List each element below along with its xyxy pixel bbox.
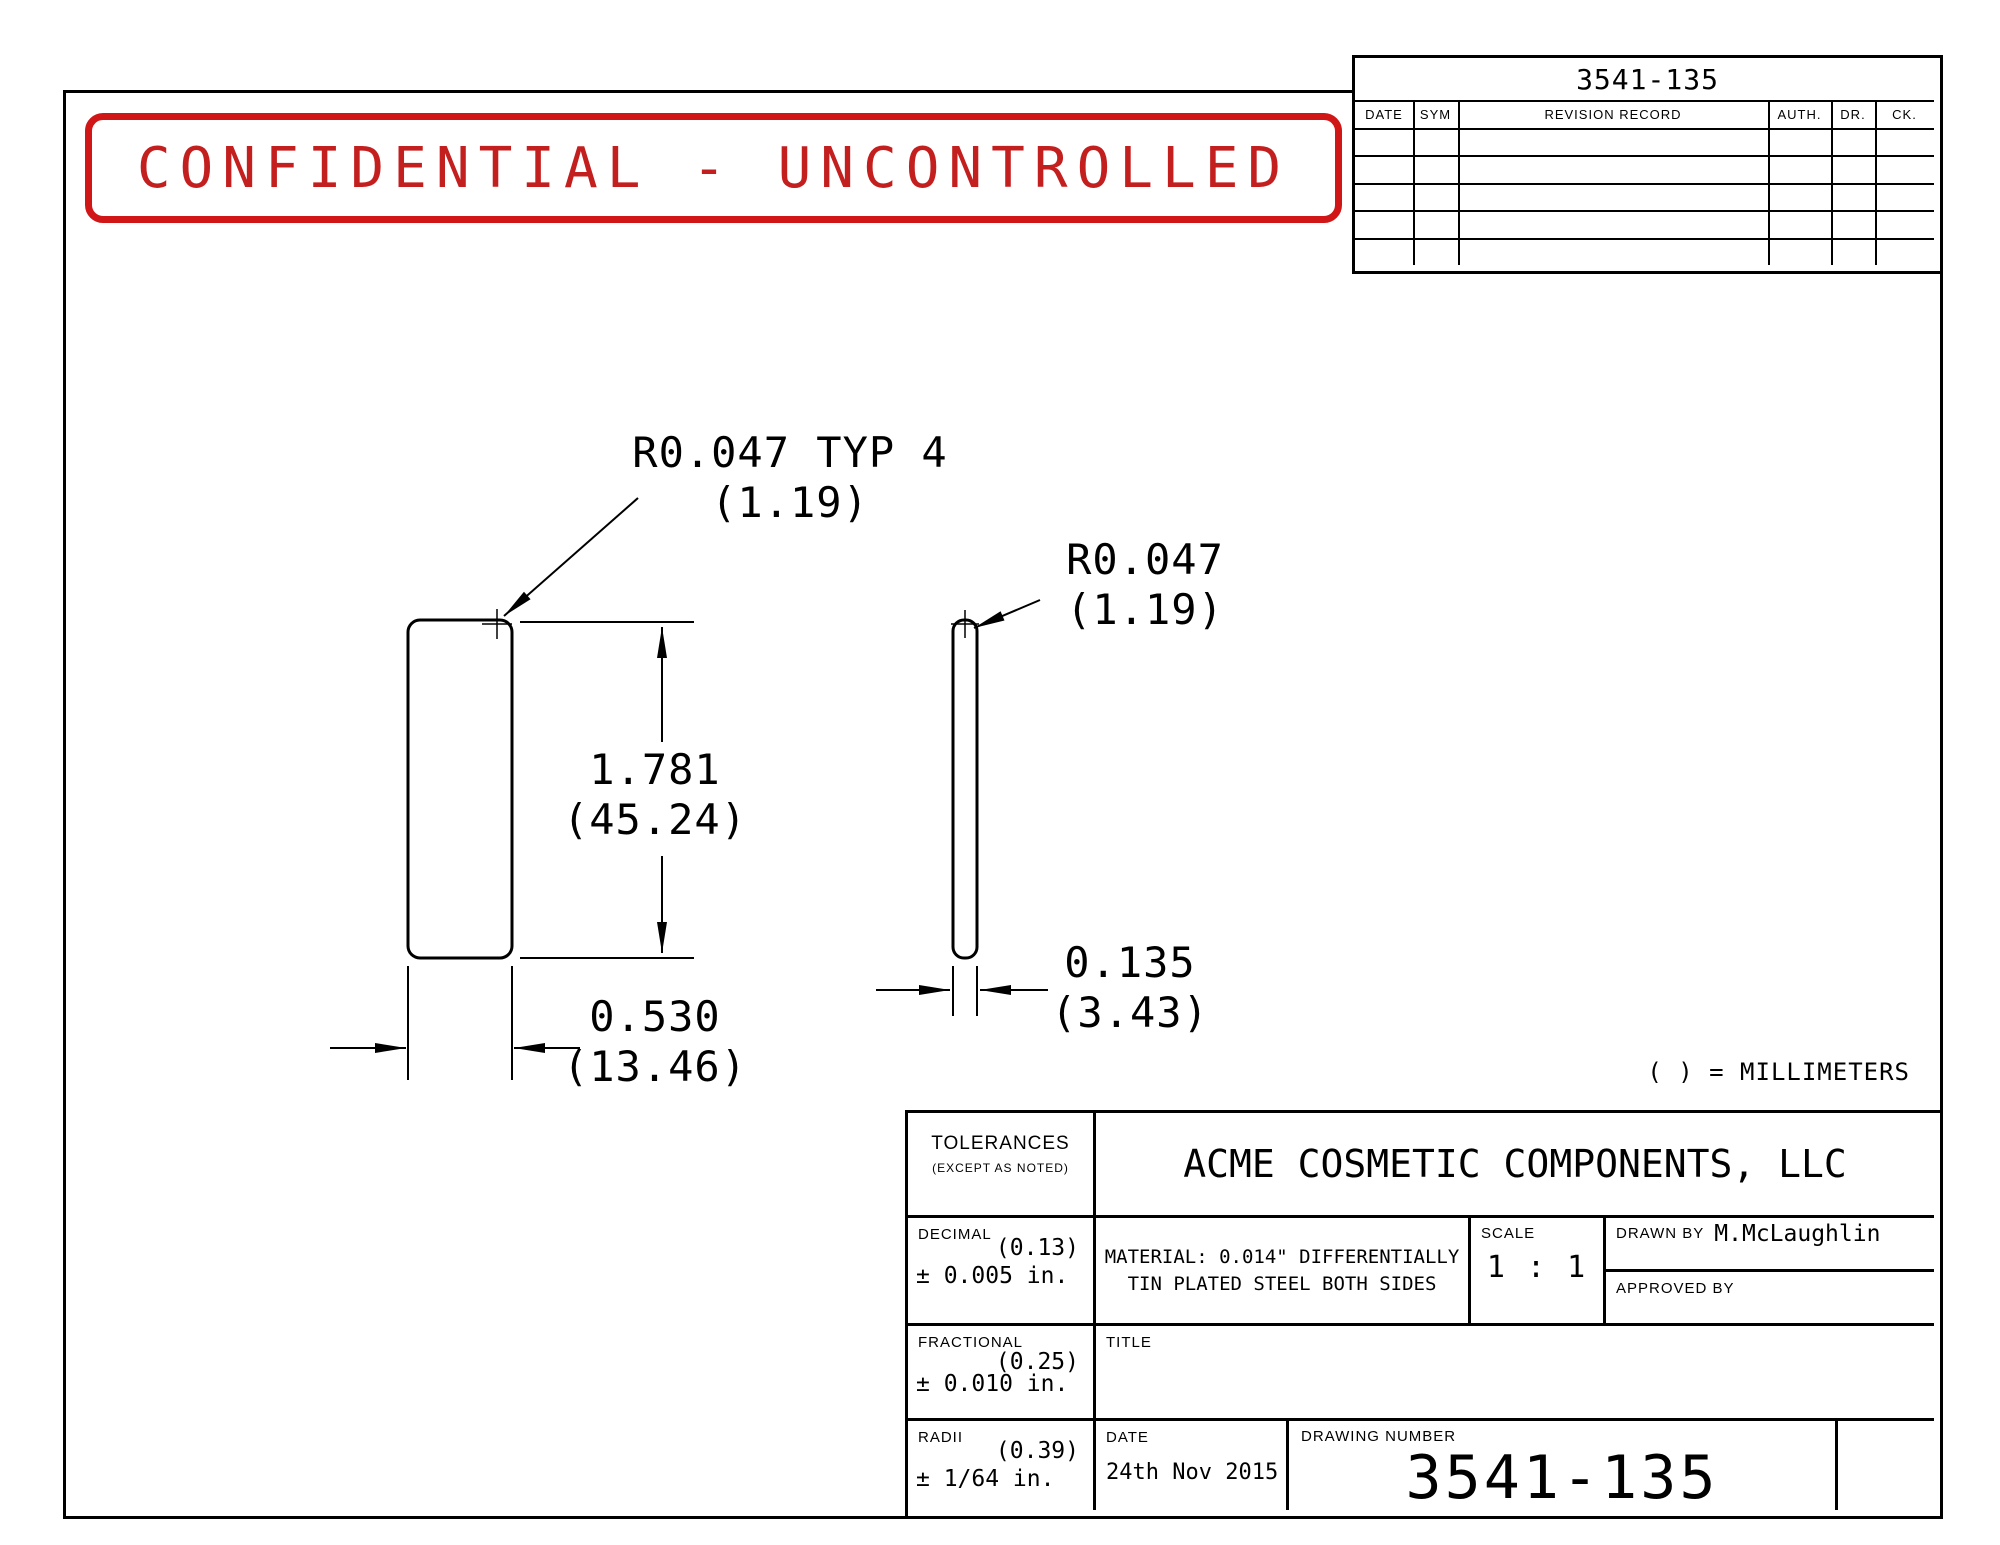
- material-cell: MATERIAL: 0.014" DIFFERENTIALLY TIN PLAT…: [1096, 1218, 1468, 1323]
- side-thickness-dim: 0.135 (3.43): [1010, 938, 1250, 1038]
- grid-line: [1355, 100, 1934, 102]
- fractional-mm: (0.25): [995, 1349, 1079, 1375]
- grid-line: [1603, 1269, 1934, 1272]
- radii-value: ± 1/64 in.: [916, 1466, 1055, 1492]
- front-radius-mm: (1.19): [711, 478, 869, 527]
- material-line1: MATERIAL: 0.014" DIFFERENTIALLY: [1104, 1245, 1460, 1268]
- drawing-number-label: DRAWING NUMBER: [1301, 1428, 1457, 1445]
- revision-col-auth: AUTH.: [1777, 106, 1822, 122]
- revision-col-ck: CK.: [1892, 106, 1917, 122]
- fractional-value: ± 0.010 in.: [916, 1371, 1069, 1397]
- side-thickness-mm: (3.43): [1051, 988, 1209, 1037]
- side-radius-dim: R0.047 (1.19): [1020, 535, 1270, 635]
- grid-line: [1355, 128, 1934, 130]
- revision-table-header-row: DATE SYM REVISION RECORD AUTH. DR. CK.: [1355, 100, 1940, 128]
- grid-line: [1603, 1215, 1606, 1323]
- front-height-value: 1.781: [589, 745, 721, 794]
- confidential-stamp-text: CONFIDENTIAL - UNCONTROLLED: [136, 135, 1291, 201]
- tolerances-cell: TOLERANCES (EXCEPT AS NOTED): [908, 1113, 1093, 1215]
- grid-line: [1355, 238, 1934, 240]
- grid-line: [1831, 100, 1833, 265]
- decimal-value: ± 0.005 in.: [916, 1263, 1069, 1289]
- scale-label: SCALE: [1481, 1225, 1536, 1242]
- front-height-mm: (45.24): [562, 795, 747, 844]
- date-cell: DATE 24th Nov 2015: [1096, 1421, 1286, 1510]
- corner-cell: [1838, 1421, 1934, 1510]
- grid-line: [1355, 210, 1934, 212]
- date-value: 24th Nov 2015: [1106, 1460, 1279, 1485]
- units-note: ( ) = MILLIMETERS: [1647, 1058, 1910, 1086]
- fractional-label: FRACTIONAL: [918, 1334, 1024, 1351]
- drawing-number-value: 3541-135: [1405, 1443, 1719, 1510]
- grid-line: [1286, 1418, 1289, 1510]
- title-cell: TITLE: [1096, 1326, 1934, 1418]
- radii-tolerance-cell: RADII (0.39) ± 1/64 in.: [908, 1421, 1093, 1510]
- company-cell: ACME COSMETIC COMPONENTS, LLC: [1096, 1113, 1934, 1215]
- radii-label: RADII: [918, 1429, 964, 1446]
- front-width-dim: 0.530 (13.46): [515, 992, 795, 1092]
- decimal-mm: (0.13): [995, 1235, 1079, 1261]
- grid-line: [1413, 100, 1415, 265]
- title-label: TITLE: [1106, 1334, 1152, 1351]
- side-radius-value: R0.047: [1066, 535, 1224, 584]
- radius-center-marks: [482, 609, 979, 639]
- approved-by-cell: APPROVED BY: [1606, 1272, 1934, 1323]
- side-radius-mm: (1.19): [1066, 585, 1224, 634]
- grid-line: [908, 1215, 1934, 1218]
- front-radius-value: R0.047 TYP 4: [632, 428, 948, 477]
- revision-table-number: 3541-135: [1576, 62, 1719, 96]
- grid-line: [1458, 100, 1460, 265]
- side-radius-leader: [973, 599, 1041, 629]
- front-width-value: 0.530: [589, 992, 721, 1041]
- grid-line: [908, 1323, 1934, 1326]
- grid-line: [1093, 1113, 1096, 1510]
- width-dimension-lines: [330, 966, 580, 1080]
- revision-col-date: DATE: [1365, 106, 1403, 122]
- scale-value: 1 : 1: [1486, 1250, 1588, 1285]
- date-label: DATE: [1106, 1429, 1149, 1446]
- front-radius-dim: R0.047 TYP 4 (1.19): [555, 428, 1025, 528]
- height-dimension-lines: [520, 621, 694, 959]
- decimal-label: DECIMAL: [918, 1226, 992, 1243]
- confidential-stamp: CONFIDENTIAL - UNCONTROLLED: [85, 113, 1342, 223]
- grid-line: [1468, 1215, 1471, 1323]
- approved-by-label: APPROVED BY: [1616, 1280, 1735, 1297]
- decimal-tolerance-cell: DECIMAL (0.13) ± 0.005 in.: [908, 1218, 1093, 1323]
- fractional-tolerance-cell: FRACTIONAL (0.25) ± 0.010 in.: [908, 1326, 1093, 1418]
- revision-table: 3541-135 DATE SYM REVISION RECORD AUTH. …: [1352, 55, 1943, 274]
- revision-col-record: REVISION RECORD: [1544, 106, 1682, 122]
- drawn-by-value: M.McLaughlin: [1714, 1221, 1881, 1247]
- revision-col-dr: DR.: [1840, 106, 1866, 122]
- grid-line: [1835, 1418, 1838, 1510]
- title-block: TOLERANCES (EXCEPT AS NOTED) ACME COSMET…: [905, 1110, 1943, 1519]
- front-height-dim: 1.781 (45.24): [500, 745, 810, 845]
- drawing-number-cell: DRAWING NUMBER 3541-135: [1289, 1421, 1835, 1510]
- material-line2: TIN PLATED STEEL BOTH SIDES: [1127, 1272, 1437, 1295]
- front-width-mm: (13.46): [562, 1042, 747, 1091]
- grid-line: [908, 1418, 1934, 1421]
- thickness-dimension-lines: [876, 966, 1048, 1016]
- company-name: ACME COSMETIC COMPONENTS, LLC: [1183, 1142, 1847, 1186]
- drawn-by-label: DRAWN BY: [1616, 1225, 1705, 1242]
- grid-line: [1355, 155, 1934, 157]
- side-thickness-value: 0.135: [1064, 938, 1196, 987]
- side-view-outline: [951, 618, 979, 960]
- tolerances-label: TOLERANCES: [931, 1133, 1070, 1154]
- revision-col-sym: SYM: [1419, 106, 1452, 122]
- tolerances-sublabel: (EXCEPT AS NOTED): [932, 1161, 1069, 1175]
- grid-line: [1355, 183, 1934, 185]
- scale-cell: SCALE 1 : 1: [1471, 1218, 1603, 1323]
- grid-line: [1875, 100, 1877, 265]
- front-radius-leader: [503, 497, 639, 617]
- front-view-outline: [406, 618, 514, 960]
- drawn-by-cell: DRAWN BY M.McLaughlin: [1606, 1218, 1944, 1276]
- radii-mm: (0.39): [995, 1438, 1079, 1464]
- grid-line: [1768, 100, 1770, 265]
